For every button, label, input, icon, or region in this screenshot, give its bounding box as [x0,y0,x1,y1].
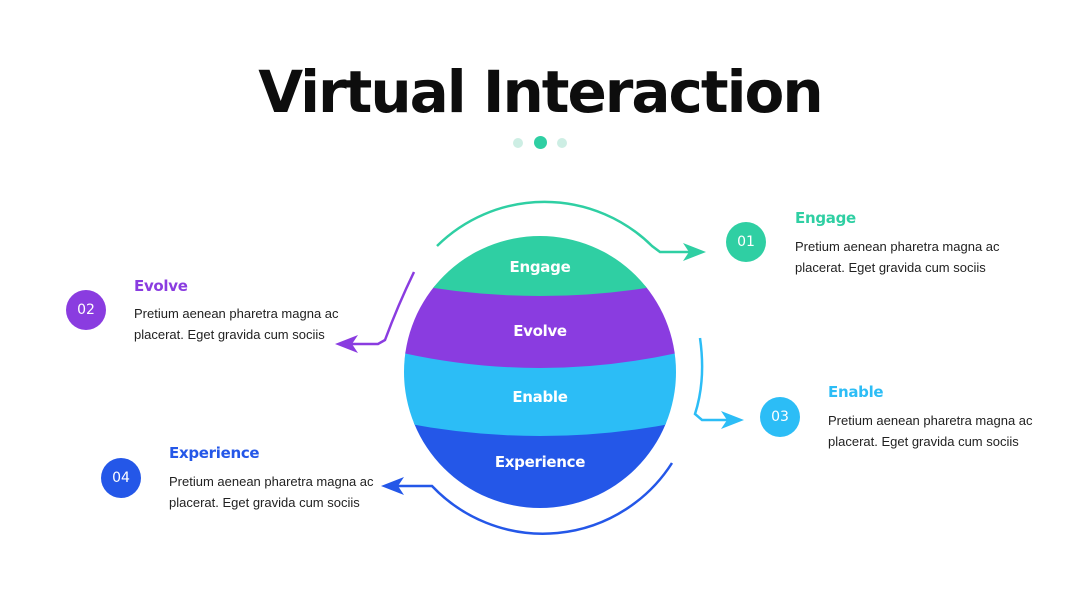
item-title-evolve: Evolve [134,277,188,295]
segment-label-evolve: Evolve [513,322,567,340]
page-title: Virtual Interaction [258,58,823,126]
arrow-enable [693,337,736,422]
segment-enable[interactable] [390,348,690,436]
item-title-experience: Experience [169,444,260,462]
arrow-engage [436,200,700,254]
badge-01: 01 [726,222,766,262]
arrowhead-engage [683,243,706,261]
item-title-engage: Engage [795,209,856,227]
item-desc-enable: Pretium aenean pharetra magna ac placera… [828,413,1033,449]
pagination-dot-active[interactable] [533,136,547,150]
pagination-dot[interactable] [513,137,524,148]
pagination-dot[interactable] [556,137,567,148]
item-desc-evolve: Pretium aenean pharetra magna ac placera… [134,306,339,342]
badge-03: 03 [760,397,800,437]
badge-04: 04 [101,458,141,498]
arrowhead-experience [381,477,404,495]
arrow-experience [390,462,674,535]
arrowhead-evolve [335,335,358,353]
item-desc-engage: Pretium aenean pharetra magna ac placera… [795,239,1000,275]
arrow-evolve [342,271,416,346]
pagination-dots [0,134,1080,152]
item-desc-experience: Pretium aenean pharetra magna ac placera… [169,474,374,510]
segment-label-engage: Engage [509,258,571,276]
item-title-enable: Enable [828,383,884,401]
segment-label-experience: Experience [494,453,586,471]
arrowhead-enable [721,411,744,429]
badge-02: 02 [66,290,106,330]
segment-evolve[interactable] [390,278,690,368]
segment-label-enable: Enable [512,388,568,406]
